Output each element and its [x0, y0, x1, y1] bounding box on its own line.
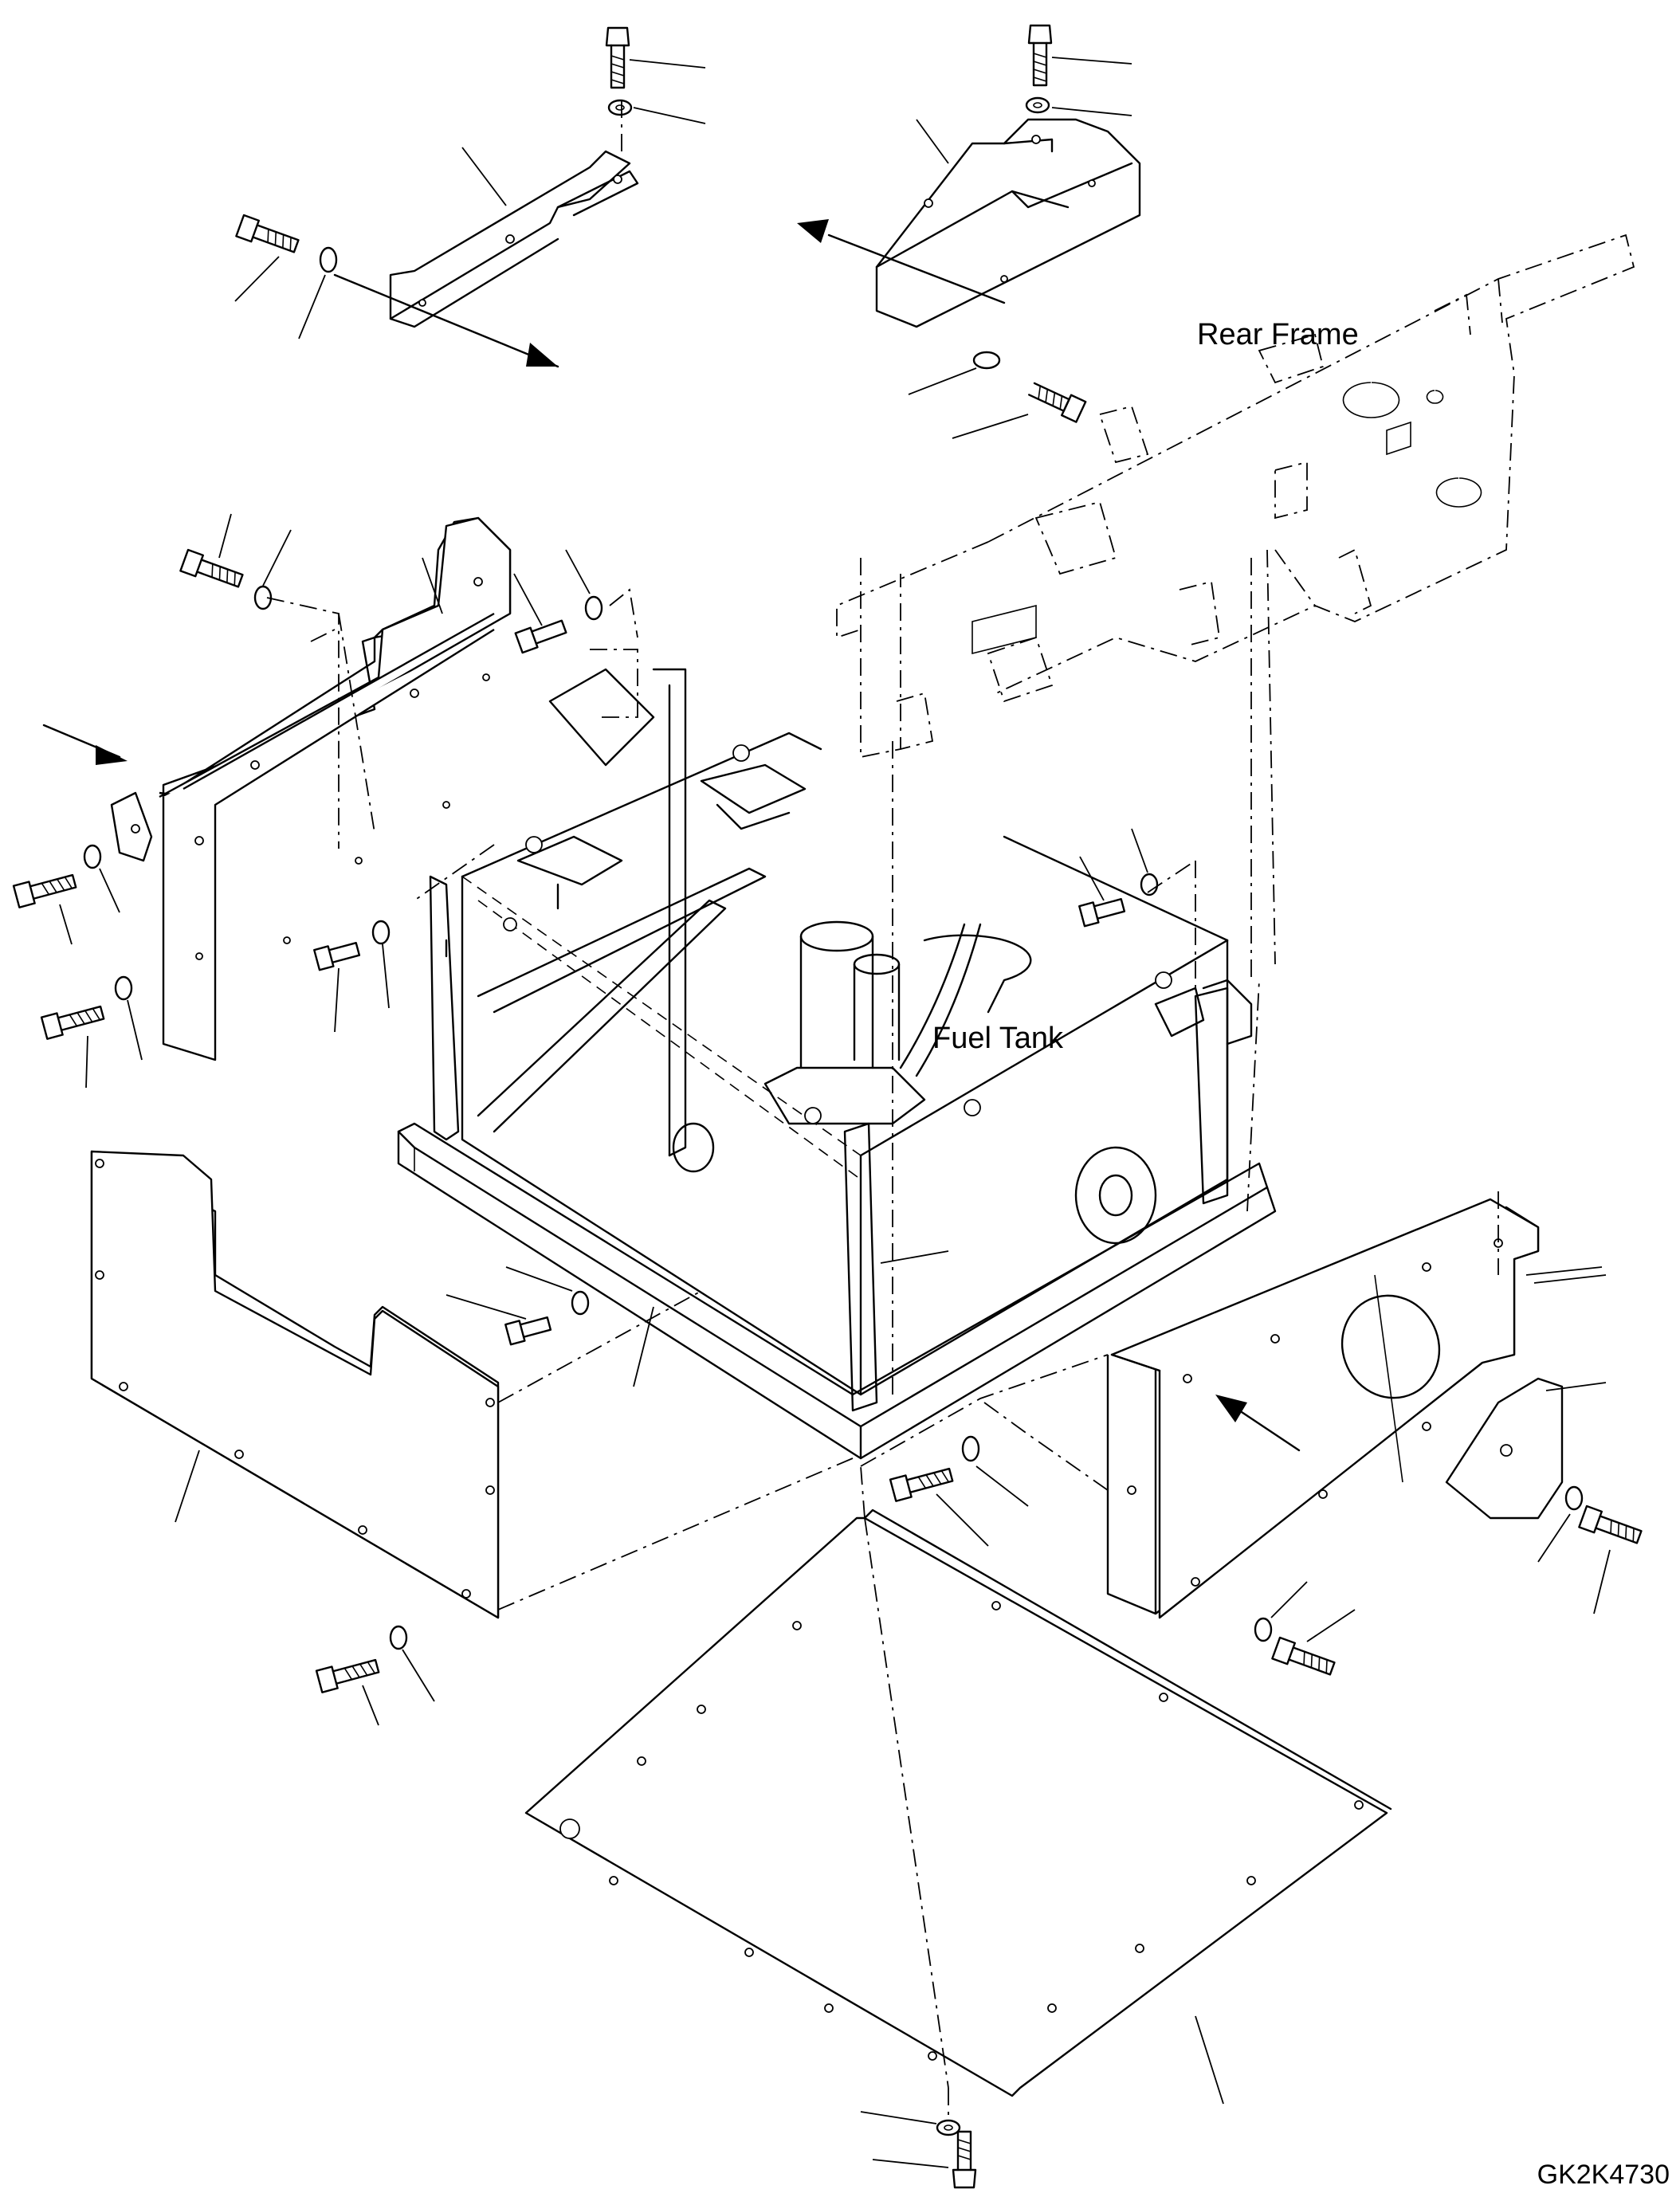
right-round-cover — [1445, 1377, 1607, 1520]
direction-arrow — [827, 233, 1006, 304]
washer — [584, 595, 603, 621]
left-front-panel — [90, 1150, 500, 1619]
washer — [389, 1625, 408, 1650]
rear-frame-label: Rear Frame — [1197, 318, 1359, 351]
bolt — [952, 2130, 977, 2189]
bottom-under-cover — [524, 1465, 1392, 2105]
bolt — [1028, 382, 1087, 423]
bolt — [40, 1005, 105, 1040]
fasteners — [12, 24, 1643, 2189]
arrow-head — [797, 219, 829, 243]
leader-line — [880, 1250, 949, 1264]
bolt — [1578, 1505, 1643, 1544]
bolt — [1078, 898, 1126, 928]
washer — [961, 1435, 980, 1462]
washer — [1140, 873, 1159, 896]
arrow-head — [526, 343, 558, 367]
washer — [83, 844, 102, 869]
fuel-tank-assembly — [397, 668, 1277, 1460]
upper-left-cover — [389, 96, 639, 328]
right-side-panel — [1106, 1198, 1607, 1619]
bolt — [504, 1316, 552, 1346]
washer — [1564, 1485, 1584, 1511]
washer — [1254, 1617, 1273, 1642]
left-rear-panel — [110, 516, 512, 1061]
washer — [571, 1290, 590, 1316]
washer — [1025, 96, 1050, 114]
washer — [371, 920, 391, 945]
washer — [972, 351, 1001, 370]
fuel-tank-label: Fuel Tank — [932, 1022, 1064, 1055]
washer — [319, 246, 338, 273]
bolt — [235, 214, 300, 253]
direction-arrow — [333, 273, 559, 368]
bolt — [514, 619, 567, 654]
upper-right-cover — [875, 118, 1141, 328]
drawing-code-label: GK2K4730 — [1537, 2160, 1670, 2190]
washer — [607, 99, 633, 116]
arrow-head — [96, 745, 128, 765]
bolt — [12, 873, 77, 908]
leader-line — [1525, 1266, 1603, 1276]
bolt — [179, 548, 244, 588]
bolt — [315, 1658, 380, 1693]
bolt — [1271, 1636, 1336, 1676]
arrow-head — [1215, 1395, 1247, 1422]
washer — [936, 2119, 961, 2136]
bolt — [1027, 24, 1053, 87]
washer — [114, 975, 133, 1001]
bolt — [889, 1467, 954, 1502]
bolt — [605, 26, 630, 89]
bolt — [313, 942, 361, 971]
washer — [253, 585, 273, 610]
alignment-lines — [266, 558, 1499, 2116]
